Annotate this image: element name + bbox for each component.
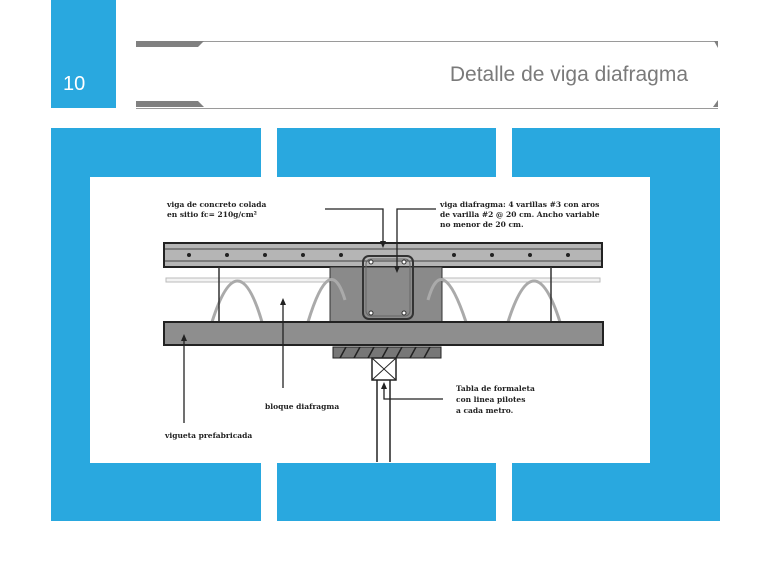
title-band: Detalle de viga diafragma	[136, 41, 718, 109]
slide-number: 10	[63, 73, 86, 95]
label-formwork-2: con linea pilotes	[456, 395, 525, 404]
label-diaphragm-3: no menor de 20 cm.	[440, 220, 524, 229]
label-cast-slab-1: viga de concreto colada	[166, 200, 266, 209]
diaphragm-block	[329, 266, 443, 323]
rebar-dots	[187, 253, 570, 257]
label-formwork-1: Tabla de formaleta	[456, 384, 535, 393]
joist	[163, 321, 604, 346]
label-block: bloque diafragma	[265, 402, 339, 411]
label-joist: vigueta prefabricada	[164, 431, 252, 440]
slide-number-tab: 10	[51, 0, 116, 108]
label-formwork-3: a cada metro.	[456, 406, 513, 415]
label-cast-slab-2: en sitio fc= 210g/cm²	[167, 210, 257, 219]
label-diaphragm-2: de varilla #2 @ 20 cm. Ancho variable	[440, 210, 600, 219]
band-accents	[136, 41, 718, 107]
stirrup	[362, 255, 414, 320]
truss-wires	[210, 278, 562, 323]
label-diaphragm-1: viga diafragma: 4 varillas #3 con aros	[439, 200, 599, 209]
slide-title: Detalle de viga diafragma	[449, 63, 688, 86]
